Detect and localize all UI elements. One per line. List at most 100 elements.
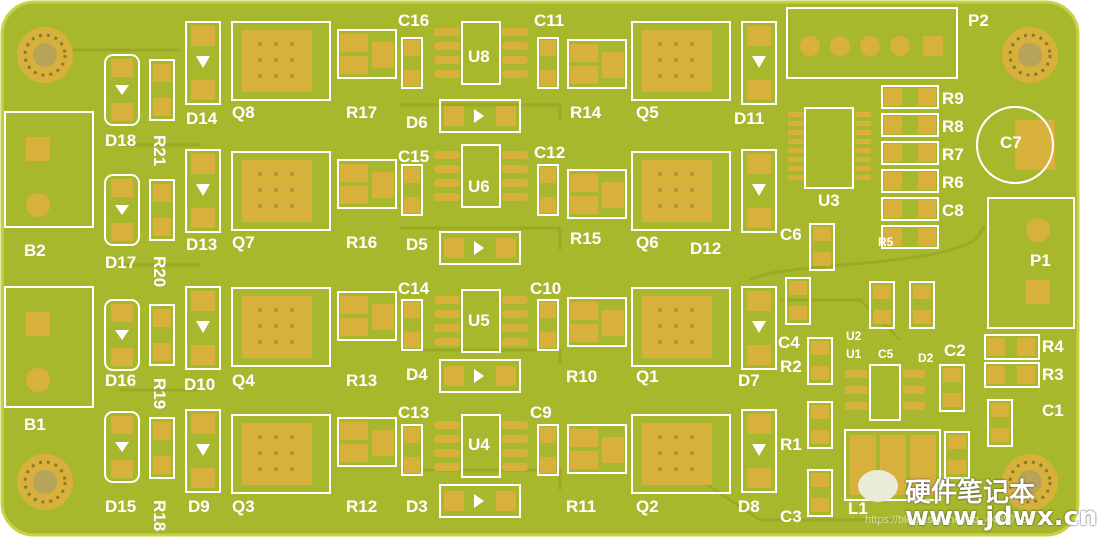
silk-label-r3: R3 — [1042, 365, 1064, 384]
silk-label-r5: R5 — [878, 235, 894, 249]
diode — [185, 21, 221, 105]
ic-u3 — [788, 107, 871, 189]
silk-label-u4: U4 — [468, 435, 490, 454]
silk-label-r10: R10 — [566, 367, 597, 386]
silk-label-d2: D2 — [918, 351, 934, 365]
capacitor-c7 — [976, 106, 1055, 184]
transistor-dpak — [231, 414, 331, 494]
diode — [185, 409, 221, 493]
silk-label-c12: C12 — [534, 143, 565, 162]
smd-part — [939, 364, 965, 412]
resistor — [567, 424, 627, 474]
capacitor — [401, 164, 423, 216]
silk-label-p1: P1 — [1030, 251, 1051, 270]
capacitor — [537, 299, 559, 351]
silk-label-r4: R4 — [1042, 337, 1064, 356]
diode — [185, 286, 221, 370]
diode — [185, 149, 221, 233]
silk-label-r17: R17 — [346, 103, 377, 122]
silk-label-q3: Q3 — [232, 497, 255, 516]
smd-part — [807, 469, 833, 517]
capacitor — [537, 164, 559, 216]
transistor-dpak — [231, 21, 331, 101]
silk-label-d3: D3 — [406, 497, 428, 516]
connectors — [4, 7, 1075, 408]
silk-label-c4: C4 — [778, 333, 800, 352]
silk-label-u6: U6 — [468, 177, 490, 196]
silk-label-d7: D7 — [738, 371, 760, 390]
ic-u1 — [845, 364, 925, 421]
silk-label-c15: C15 — [398, 147, 429, 166]
silk-label-d6: D6 — [406, 113, 428, 132]
silk-label-d8: D8 — [738, 497, 760, 516]
transistor-dpak — [631, 414, 731, 494]
silk-label-c5: C5 — [878, 347, 894, 361]
silk-label-c13: C13 — [398, 403, 429, 422]
smd-part — [909, 281, 935, 329]
ic-soic — [434, 21, 528, 85]
resistor — [337, 29, 397, 79]
capacitor — [537, 424, 559, 476]
silk-label-r20: R20 — [150, 256, 169, 287]
silk-label-q1: Q1 — [636, 367, 659, 386]
silk-label-d17: D17 — [105, 253, 136, 272]
resistor — [149, 59, 175, 121]
watermark-url: www.jdwx.cn — [905, 502, 1097, 532]
smd-part — [809, 223, 835, 271]
silk-label-c2: C2 — [944, 341, 966, 360]
silk-label-r16: R16 — [346, 233, 377, 252]
capacitor — [401, 37, 423, 89]
silk-label-q2: Q2 — [636, 497, 659, 516]
silk-label-c10: C10 — [530, 279, 561, 298]
silk-label-r19: R19 — [150, 378, 169, 409]
capacitor — [401, 424, 423, 476]
resistor — [881, 225, 939, 249]
resistor — [567, 169, 627, 219]
silk-label-q8: Q8 — [232, 103, 255, 122]
silk-label-r14: R14 — [570, 103, 602, 122]
silk-label-d16: D16 — [105, 371, 136, 390]
silk-label-r12: R12 — [346, 497, 377, 516]
silk-label-q7: Q7 — [232, 233, 255, 252]
silk-label-c9: C9 — [530, 403, 552, 422]
smd-part — [944, 431, 970, 479]
smd-part — [807, 401, 833, 449]
silk-label-d12: D12 — [690, 239, 721, 258]
diode — [741, 21, 777, 105]
resistor — [337, 417, 397, 467]
silk-label-d4: D4 — [406, 365, 428, 384]
silk-label-c14: C14 — [398, 279, 430, 298]
transistor-dpak — [231, 287, 331, 367]
transistor-dpak — [631, 21, 731, 101]
resistor — [881, 85, 939, 109]
silk-label-l1: L1 — [848, 499, 868, 518]
resistor — [149, 417, 175, 479]
ic-soic — [434, 414, 528, 478]
silk-label-c6: C6 — [780, 225, 802, 244]
silk-label-c7: C7 — [1000, 133, 1022, 152]
silk-label-d13: D13 — [186, 235, 217, 254]
smd-part — [987, 399, 1013, 447]
silk-label-r8: R8 — [942, 117, 964, 136]
silk-label-r15: R15 — [570, 229, 601, 248]
silk-label-d11: D11 — [734, 109, 764, 128]
capacitor — [401, 299, 423, 351]
watermark-brand: 硬件笔记本 — [905, 478, 1036, 508]
silk-label-c1: C1 — [1042, 401, 1064, 420]
silk-label-p2: P2 — [968, 11, 989, 30]
silk-label-c16: C16 — [398, 11, 429, 30]
silk-label-u1: U1 — [846, 347, 862, 361]
silk-label-r9: R9 — [942, 89, 964, 108]
silk-label-c3: C3 — [780, 507, 802, 526]
silk-label-u3: U3 — [818, 191, 840, 210]
silk-label-u2: U2 — [846, 329, 862, 343]
silk-label-u8: U8 — [468, 47, 490, 66]
resistor — [881, 197, 939, 221]
resistor — [984, 334, 1040, 360]
resistor — [881, 141, 939, 165]
silk-label-d18: D18 — [105, 131, 136, 150]
resistor — [984, 362, 1040, 388]
diode — [104, 174, 140, 246]
silk-label-u5: U5 — [468, 311, 490, 330]
